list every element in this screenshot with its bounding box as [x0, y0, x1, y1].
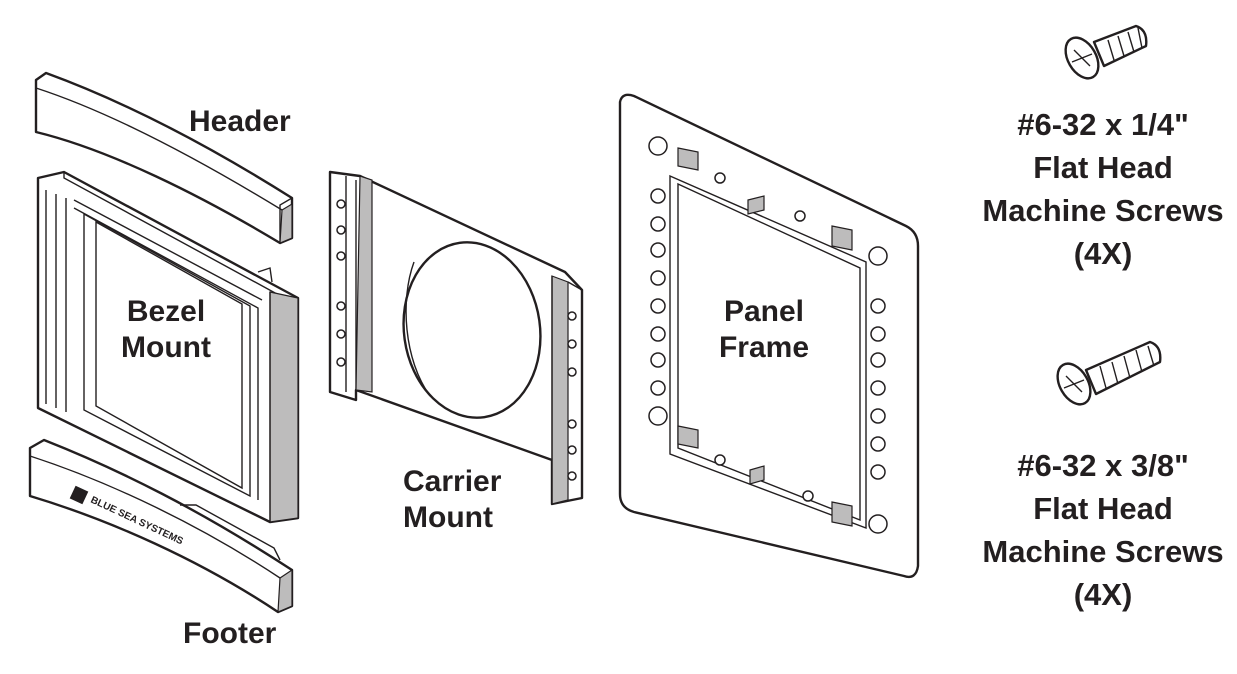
- screw-long-label: #6-32 x 3/8" Flat Head Machine Screws (4…: [968, 444, 1237, 616]
- carrier-mount-piece: [328, 170, 584, 506]
- screw-long-spec: #6-32 x 3/8": [1017, 448, 1189, 483]
- screw-long-qty: (4X): [1073, 577, 1133, 612]
- header-label: Header: [189, 105, 291, 138]
- screw-long-type-line1: Flat Head: [1033, 491, 1173, 526]
- panel-frame-label-line2: Frame: [718, 331, 810, 364]
- bezel-mount-label-line2: Mount: [121, 331, 211, 364]
- screw-short-type-line2: Machine Screws: [982, 193, 1224, 228]
- bezel-mount-label-line1: Bezel: [126, 295, 206, 328]
- flat-head-screw-short: [1064, 24, 1148, 80]
- screw-short-spec: #6-32 x 1/4": [1017, 107, 1189, 142]
- screw-long-type-line2: Machine Screws: [982, 534, 1224, 569]
- header-piece: [34, 71, 294, 245]
- panel-frame-label-line1: Panel: [723, 295, 805, 328]
- carrier-mount-label-line2: Mount: [403, 501, 493, 534]
- screw-short-label: #6-32 x 1/4" Flat Head Machine Screws (4…: [968, 103, 1237, 275]
- bezel-mount-piece: [36, 170, 300, 524]
- screw-short-type-line1: Flat Head: [1033, 150, 1173, 185]
- screw-short-qty: (4X): [1073, 236, 1133, 271]
- panel-frame-piece: [618, 93, 920, 579]
- footer-piece: [28, 438, 294, 614]
- carrier-mount-label-line1: Carrier: [403, 465, 502, 498]
- footer-label: Footer: [183, 617, 277, 650]
- bezel-mount-label: Bezel Mount: [106, 294, 226, 366]
- panel-frame-label: Panel Frame: [704, 294, 824, 366]
- flat-head-screw-long: [1056, 340, 1162, 406]
- carrier-mount-label: Carrier Mount: [403, 464, 501, 536]
